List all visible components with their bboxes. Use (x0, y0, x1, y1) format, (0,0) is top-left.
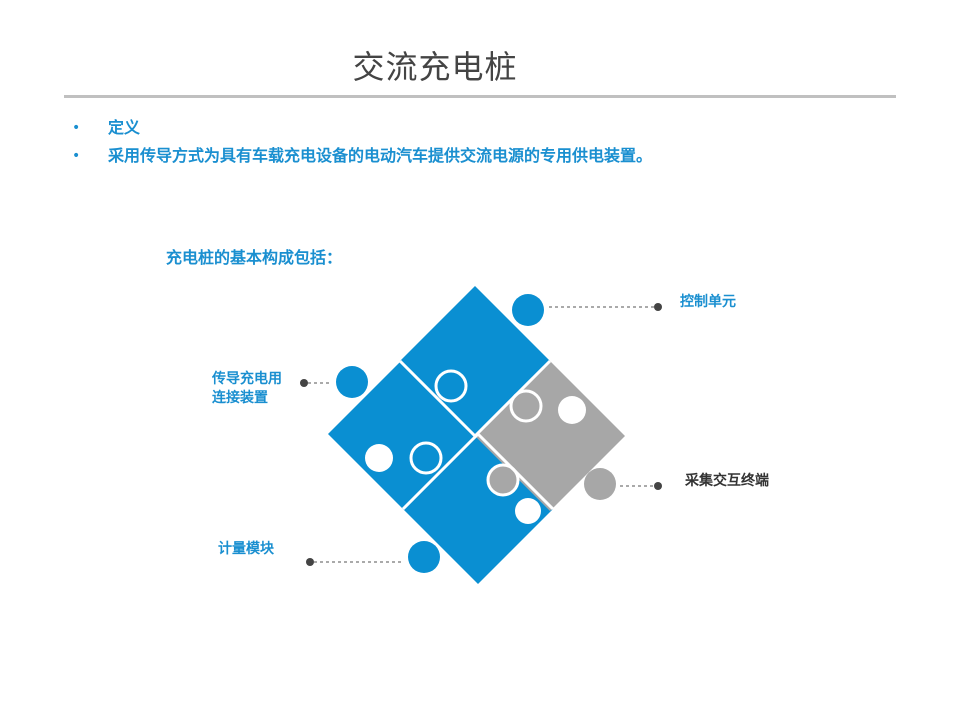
puzzle-knob (409, 441, 443, 475)
puzzle-knob (486, 463, 520, 497)
label-terminal: 采集交互终端 (685, 473, 769, 489)
leader-control-unit (549, 303, 662, 311)
puzzle-knob (434, 369, 468, 403)
leader-dot-icon (654, 303, 662, 311)
label-connector-line1: 传导充电用 (212, 371, 282, 387)
label-connector-line2: 连接装置 (212, 390, 268, 406)
puzzle-knob (509, 389, 543, 423)
bullet-text: 采用传导方式为具有车载充电设备的电动汽车提供交流电源的专用供电装置。 (108, 146, 653, 165)
leader-meter (306, 558, 404, 566)
puzzle-group (328, 286, 625, 584)
bullet-text: 定义 (108, 118, 141, 137)
bullet-item-description: • 采用传导方式为具有车载充电设备的电动汽车提供交流电源的专用供电装置。 (72, 144, 652, 172)
components-heading: 充电桩的基本构成包括： (166, 248, 343, 267)
leader-dot-icon (300, 379, 308, 387)
bullet-dot-icon: • (72, 148, 81, 164)
label-control-unit: 控制单元 (680, 294, 736, 310)
leader-connector (300, 379, 332, 387)
label-meter: 计量模块 (218, 541, 274, 557)
bullet-list: • 定义 • 采用传导方式为具有车载充电设备的电动汽车提供交流电源的专用供电装置… (72, 116, 652, 172)
leader-dot-icon (306, 558, 314, 566)
leader-dot-icon (654, 482, 662, 490)
leader-terminal (620, 482, 662, 490)
bullet-dot-icon: • (72, 120, 81, 136)
page-title: 交流充电桩 (352, 48, 518, 86)
bullet-item-definition: • 定义 (72, 116, 652, 144)
title-divider (64, 95, 896, 98)
label-connector: 传导充电用 连接装置 (212, 370, 282, 408)
